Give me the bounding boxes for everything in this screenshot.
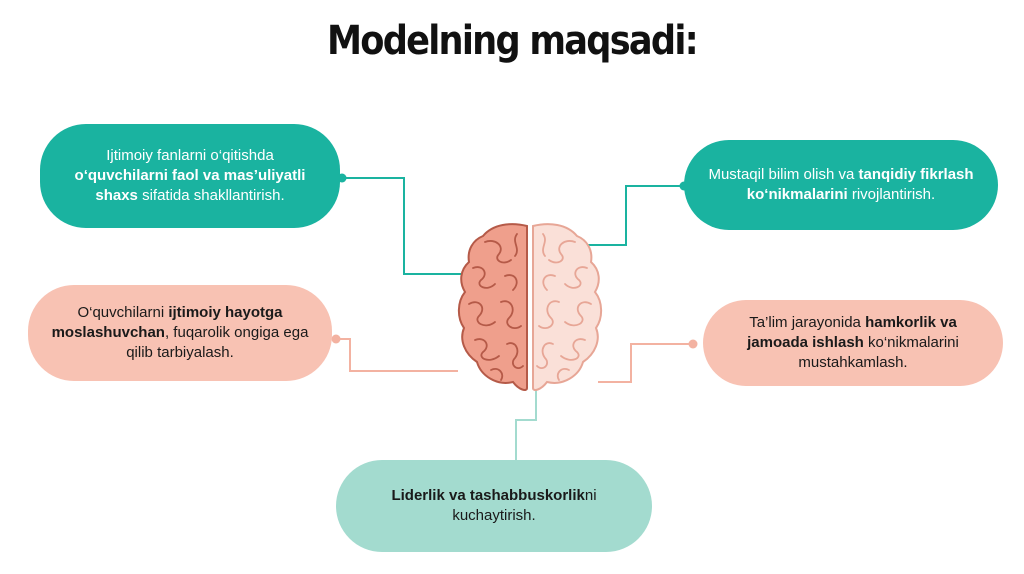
goal-text: O‘quvchilarni bbox=[77, 304, 169, 321]
goal-text: Mustaqil bilim olish va bbox=[708, 166, 859, 183]
goal-text-bold: o‘quvchilarni faol va mas’uliyatli shaxs bbox=[74, 167, 306, 204]
goal-card-top-right: Mustaqil bilim olish va tanqidiy fikrlas… bbox=[684, 140, 998, 230]
goal-card-middle-left: O‘quvchilarni ijtimoiy hayotga moslashuv… bbox=[28, 285, 332, 381]
goal-text: , fuqarolik ongiga ega qilib tarbiyalash… bbox=[126, 324, 309, 361]
connector-middle-right bbox=[598, 343, 693, 383]
goal-text-bold: Liderlik va tashabbuskorlik bbox=[391, 487, 585, 504]
brain-right-hemisphere bbox=[532, 223, 603, 391]
connector-middle-left bbox=[336, 338, 458, 372]
brain-left-folds bbox=[468, 233, 524, 381]
goal-text: sifatida shakllantirish. bbox=[137, 187, 285, 204]
connector-dot-middle-left bbox=[331, 334, 341, 344]
brain-left-hemisphere bbox=[457, 223, 528, 391]
connector-dot-middle-right bbox=[688, 339, 698, 349]
brain-icon bbox=[457, 223, 603, 391]
goal-text-bold: hamkorlik va jamoada ishlash bbox=[747, 314, 957, 351]
goal-text: Ta’lim jarayonida bbox=[749, 314, 866, 331]
goal-card-middle-right: Ta’lim jarayonida hamkorlik va jamoada i… bbox=[703, 300, 1003, 386]
goal-text-bold: ijtimoiy hayotga moslashuvchan bbox=[51, 304, 283, 341]
connector-top-left bbox=[342, 177, 464, 275]
connector-bottom bbox=[515, 390, 537, 462]
brain-right-folds bbox=[536, 233, 592, 381]
goal-text: ko‘nikmalarini mustahkamlash. bbox=[798, 334, 959, 371]
goal-card-top-left: Ijtimoiy fanlarni o‘qitishda o‘quvchilar… bbox=[40, 124, 340, 228]
goal-text-bold: tanqidiy fikrlash ko‘nikmalarini bbox=[746, 166, 974, 203]
goal-text: ni kuchaytirish. bbox=[452, 487, 597, 524]
goal-text: rivojlantirish. bbox=[847, 186, 936, 203]
connector-top-right bbox=[578, 185, 684, 246]
page-title: Modelning maqsadi: bbox=[327, 18, 699, 64]
goal-card-bottom: Liderlik va tashabbuskorlikni kuchaytiri… bbox=[336, 460, 652, 552]
goal-text: Ijtimoiy fanlarni o‘qitishda bbox=[106, 147, 274, 164]
